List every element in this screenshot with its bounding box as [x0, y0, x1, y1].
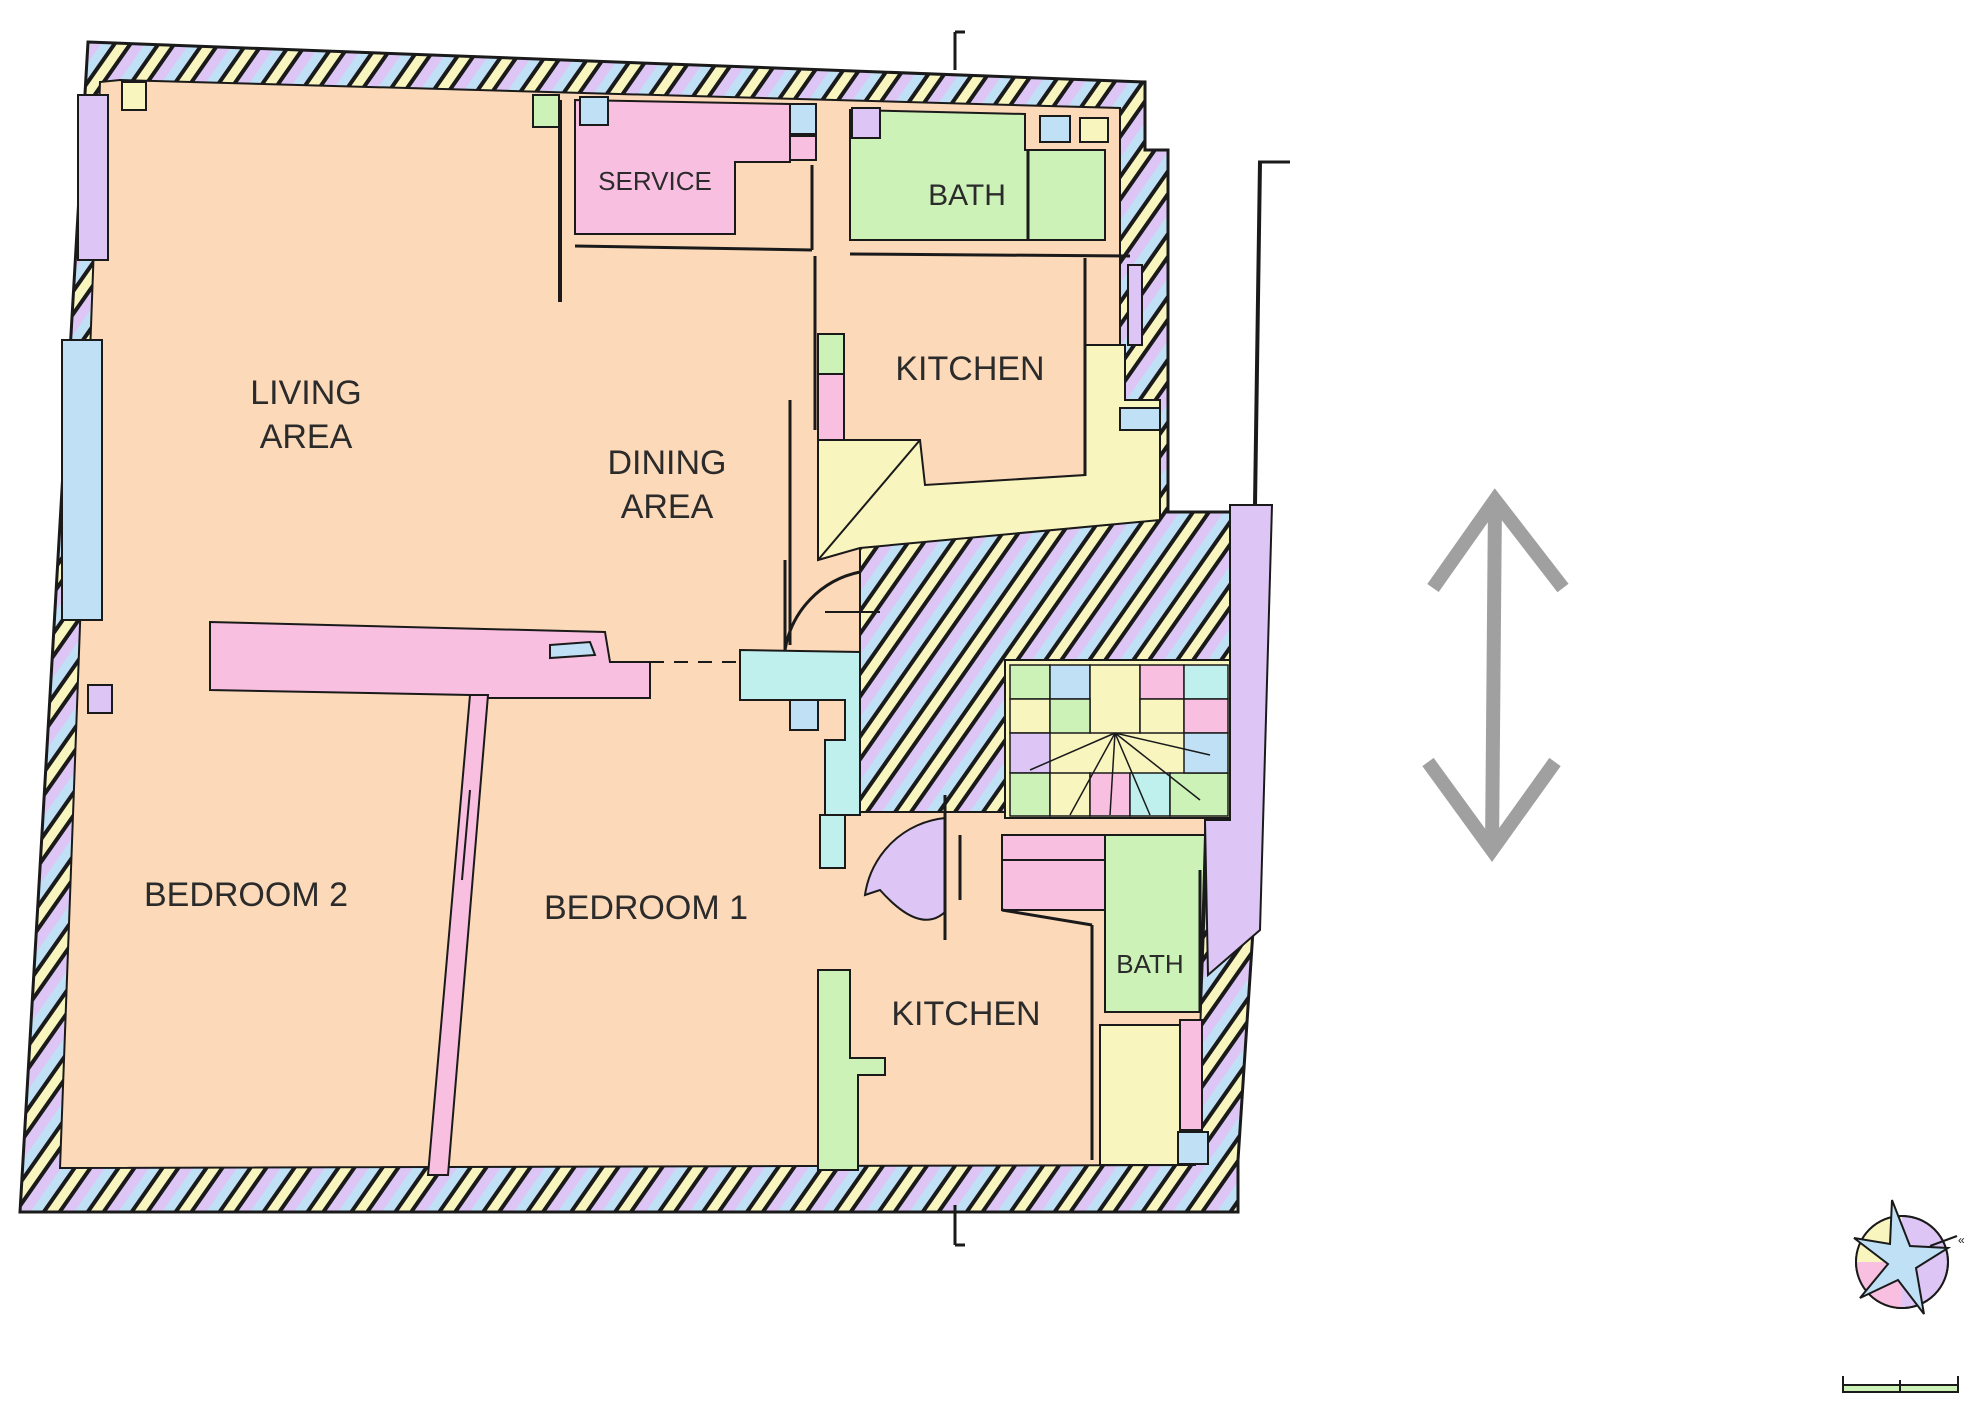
- lower-bath-label: BATH: [1116, 949, 1183, 979]
- left-wall-accents: [61, 81, 147, 714]
- staircase: [1004, 659, 1234, 819]
- upper-kitchen: [788, 256, 1161, 645]
- living-area-label-line1: LIVING: [250, 374, 361, 412]
- lower-bath: [1001, 834, 1209, 1166]
- lower-kitchen: [817, 795, 1093, 1171]
- dining-area-label-line2: AREA: [621, 488, 714, 526]
- upper-kitchen-label: KITCHEN: [895, 350, 1044, 388]
- compass-rose-icon: «: [1853, 1199, 1965, 1315]
- dining-area-label-line1: DINING: [608, 444, 727, 482]
- service-room: [532, 94, 817, 302]
- lower-kitchen-label: KITCHEN: [891, 995, 1040, 1033]
- right-corridor: [1203, 504, 1274, 978]
- bedroom-partitions: [426, 694, 490, 1176]
- scale-bar-icon: [1842, 1376, 1959, 1393]
- external-wall-line: [953, 30, 1290, 1247]
- upper-bath-label: BATH: [928, 179, 1006, 212]
- compass-mark: «: [1958, 1233, 1965, 1247]
- bedroom-2-label: BEDROOM 2: [144, 876, 348, 914]
- living-area-label-line2: AREA: [260, 418, 353, 456]
- room-labels: LIVING AREA DINING AREA SERVICE BATH KIT…: [144, 166, 1184, 1033]
- bedroom-1-label: BEDROOM 1: [544, 889, 748, 927]
- service-label: SERVICE: [598, 166, 712, 196]
- double-arrow-icon: [1422, 488, 1569, 862]
- central-hall: [209, 560, 880, 869]
- upper-bath: [849, 107, 1131, 258]
